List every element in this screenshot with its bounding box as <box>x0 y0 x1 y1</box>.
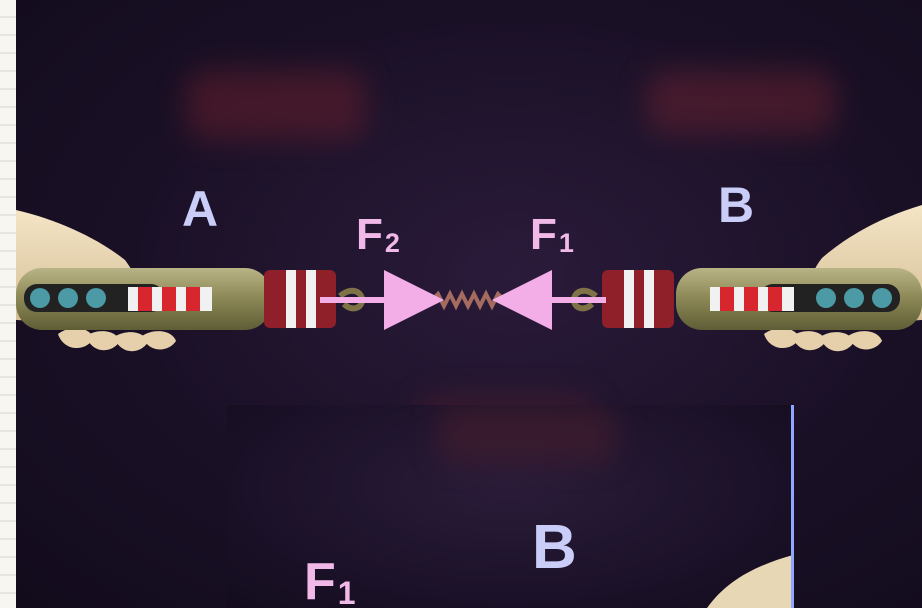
label-a: A <box>182 181 219 237</box>
force-label-f1: F1 <box>530 210 574 260</box>
inset-force-label-f1: F1 <box>304 552 356 608</box>
inset-hand-illustration <box>707 555 793 608</box>
force-label-f1-main: F <box>530 210 557 259</box>
inset-force-label-f1-main: F <box>304 553 336 608</box>
notebook-strip <box>0 0 16 608</box>
force-label-f2: F2 <box>356 210 400 260</box>
label-b: B <box>718 177 755 233</box>
force-label-f2-main: F <box>356 210 383 259</box>
inset-force-label-f1-subscript: 1 <box>337 575 356 608</box>
inset-crop <box>227 405 793 608</box>
inset-border <box>791 405 794 608</box>
background-blur <box>646 70 836 135</box>
spring <box>430 289 506 311</box>
right-force-meter <box>570 268 922 330</box>
force-label-f2-subscript: 2 <box>384 228 400 258</box>
left-force-meter <box>16 268 366 330</box>
inset-background-blur <box>437 405 617 463</box>
inset-label-b: B <box>532 513 577 582</box>
force-label-f1-subscript: 1 <box>558 228 574 258</box>
background-blur <box>186 70 366 140</box>
